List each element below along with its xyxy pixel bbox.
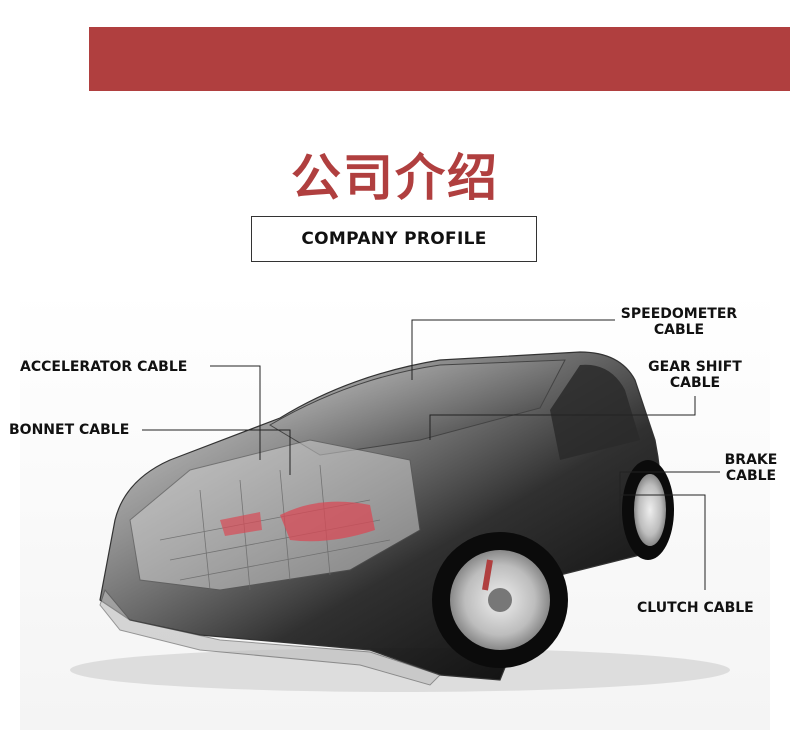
- label-clutch-cable: CLUTCH CABLE: [637, 600, 754, 616]
- label-brake-line2: CABLE: [725, 468, 777, 484]
- section-title-cn: 公司介绍: [291, 149, 499, 207]
- section-title-en-box: COMPANY PROFILE: [251, 216, 537, 262]
- section-title-en: COMPANY PROFILE: [301, 229, 487, 249]
- label-speedometer-line1: SPEEDOMETER: [620, 306, 738, 322]
- label-accelerator-cable: ACCELERATOR CABLE: [20, 359, 188, 375]
- rear-wheel-icon: [622, 460, 674, 560]
- car-xray-icon: [20, 290, 770, 730]
- label-gear-line1: GEAR SHIFT: [648, 359, 742, 375]
- label-speedometer-line2: CABLE: [653, 322, 705, 338]
- label-gear-shift-cable: GEAR SHIFT CABLE: [645, 359, 745, 391]
- label-gear-line2: CABLE: [669, 375, 721, 391]
- label-bonnet-cable: BONNET CABLE: [9, 422, 130, 438]
- label-brake-cable: BRAKE CABLE: [720, 452, 782, 484]
- label-brake-line1: BRAKE: [724, 452, 778, 468]
- front-wheel-icon: [432, 532, 568, 668]
- leader-lines: [142, 319, 720, 590]
- label-speedometer-cable: SPEEDOMETER CABLE: [616, 306, 742, 338]
- top-banner: [89, 27, 790, 91]
